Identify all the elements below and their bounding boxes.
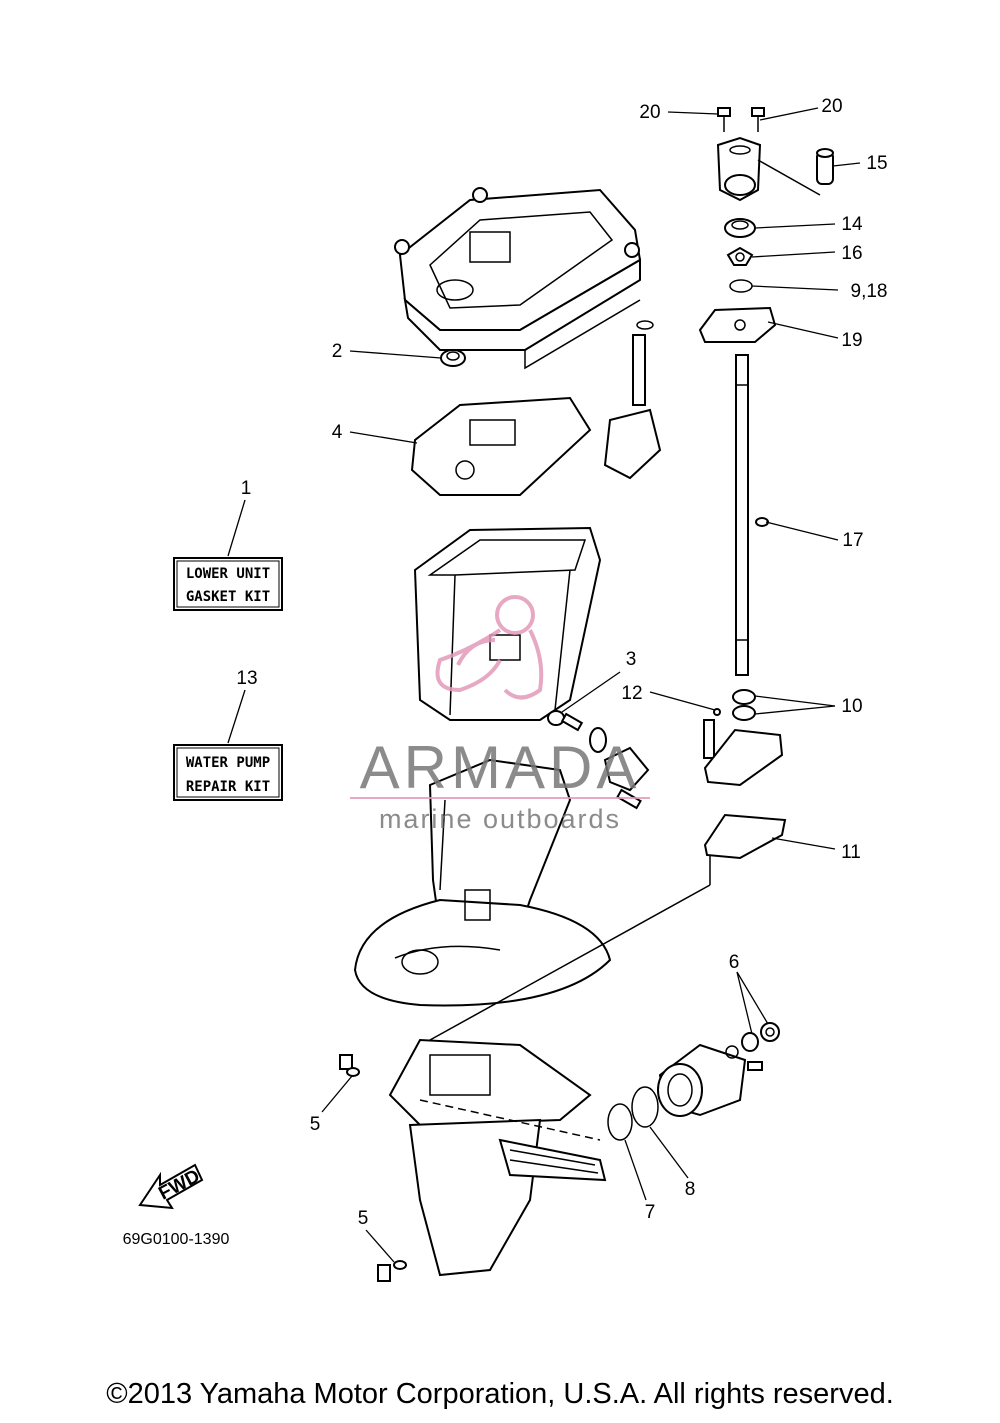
lower-unit-gasket-kit-box: LOWER UNIT GASKET KIT (173, 557, 283, 611)
impeller-16 (726, 246, 754, 266)
guide-line-15 (757, 159, 821, 196)
bolt-5-upper (339, 1054, 360, 1077)
callout-6: 6 (729, 952, 740, 973)
callout-16: 16 (841, 243, 862, 264)
callout-5-upper: 5 (310, 1114, 321, 1135)
driveshaft-17 (735, 354, 769, 676)
intake-filter (603, 320, 662, 480)
callout-15: 15 (866, 153, 887, 174)
fwd-label: FWD (155, 1166, 203, 1205)
pump-housing (716, 136, 762, 202)
leader-lines (227, 107, 861, 1263)
callout-9-18: 9,18 (851, 281, 888, 302)
bolt-5-lower (377, 1260, 407, 1282)
oil-seals-6 (725, 1022, 780, 1071)
callout-12: 12 (621, 683, 642, 704)
callout-7: 7 (645, 1202, 656, 1223)
bearings-10 (732, 689, 756, 721)
pump-bolt-20-left (717, 107, 731, 132)
callout-17: 17 (842, 530, 863, 551)
callout-numbers: 20 20 15 14 16 9,18 19 2 4 17 3 12 10 11… (310, 96, 888, 1229)
bearing-housing (657, 1043, 747, 1117)
fwd-arrow: FWD (138, 1163, 203, 1210)
guide-line-lower (429, 884, 711, 1041)
water-pump-repair-kit-box: WATER PUMP REPAIR KIT (173, 744, 283, 801)
kit-1-line-1: LOWER UNIT (186, 566, 270, 582)
oil-seal-2 (440, 349, 466, 367)
o-ring-7 (607, 1103, 633, 1141)
callout-20-left: 20 (639, 102, 660, 123)
o-ring-8 (631, 1086, 659, 1128)
callout-8: 8 (685, 1179, 696, 1200)
kit-13-line-2: REPAIR KIT (186, 779, 270, 795)
callout-11: 11 (841, 842, 861, 863)
pin-12 (713, 708, 721, 716)
callout-2: 2 (332, 341, 343, 362)
driveshaft-housing (413, 526, 602, 721)
o-ring-9-18 (729, 279, 753, 293)
copyright-footer: ©2013 Yamaha Motor Corporation, U.S.A. A… (106, 1378, 894, 1410)
callout-10: 10 (841, 696, 862, 717)
upper-mount-case (394, 187, 642, 351)
armada-watermark: ARMADA marine outboards (350, 595, 650, 834)
lower-case (353, 758, 612, 1007)
tube-15 (816, 148, 834, 185)
gasket-4 (410, 396, 592, 496)
bearing-housing-plate (703, 719, 787, 885)
watermark-tagline: marine outboards (379, 804, 621, 834)
washer-3 (547, 710, 565, 726)
gear-case (388, 1038, 607, 1277)
callout-20-right: 20 (821, 96, 842, 117)
diagram-part-code: 69G0100-1390 (123, 1231, 230, 1248)
pump-bolt-20-right (751, 107, 765, 132)
callout-4: 4 (332, 422, 343, 443)
watermark-emblem-icon (435, 595, 544, 700)
callout-3: 3 (626, 649, 637, 670)
watermark-brand: ARMADA (360, 734, 641, 801)
kit-1-line-2: GASKET KIT (186, 589, 270, 605)
kit-13-line-1: WATER PUMP (186, 755, 270, 771)
kit-13-number: 13 (236, 668, 257, 689)
dashed-axis (419, 1099, 601, 1141)
outer-plate-cartridge-19 (698, 306, 777, 343)
kit-1-number: 1 (241, 478, 252, 499)
callout-14: 14 (841, 214, 863, 235)
insert-cartridge-14 (724, 218, 756, 238)
callout-5-lower: 5 (358, 1208, 369, 1229)
callout-19: 19 (841, 330, 862, 351)
housing-bolts (560, 712, 650, 810)
guide-line (524, 299, 641, 370)
